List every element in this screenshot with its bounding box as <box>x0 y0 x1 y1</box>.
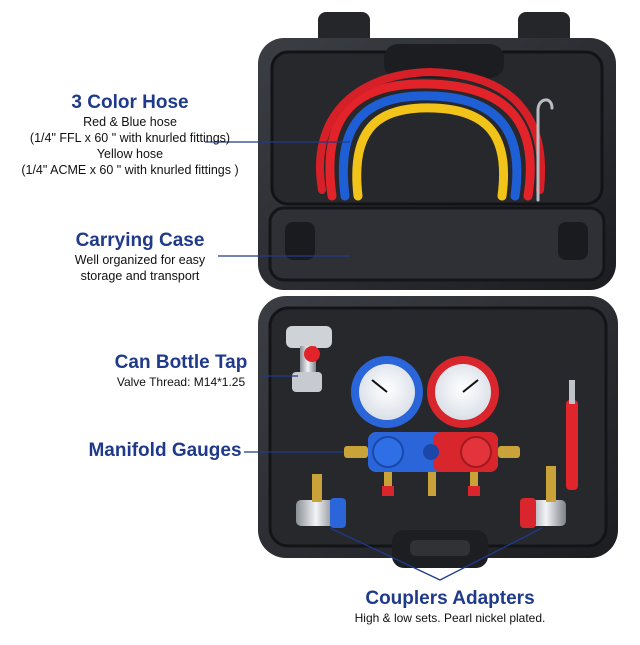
tap-title: Can Bottle Tap <box>114 352 248 373</box>
can-tap <box>286 326 332 392</box>
tap-callout: Can Bottle Tap Valve Thread: M14*1.25 <box>96 352 266 390</box>
hose-line-2: (1/4" FFL x 60 " with knurled fittings) <box>29 131 231 145</box>
case-lid <box>258 12 616 290</box>
couplers-title: Couplers Adapters <box>365 588 535 609</box>
hose-callout: 3 Color Hose Red & Blue hose (1/4" FFL x… <box>0 92 260 178</box>
couplers <box>296 466 566 528</box>
gauges-callout: Manifold Gauges <box>70 440 260 462</box>
hose-line-4: (1/4" ACME x 60 " with knurled fittings … <box>21 163 239 177</box>
hoses <box>316 67 554 202</box>
pointer-lines <box>205 141 543 581</box>
hose-title: 3 Color Hose <box>71 92 189 113</box>
case-line-2: storage and transport <box>80 269 200 283</box>
couplers-callout: Couplers Adapters High & low sets. Pearl… <box>300 588 600 626</box>
case-callout: Carrying Case Well organized for easy st… <box>40 230 240 284</box>
tap-line-1: Valve Thread: M14*1.25 <box>116 375 246 389</box>
couplers-line-1: High & low sets. Pearl nickel plated. <box>354 611 546 625</box>
valve-core-tool <box>566 380 578 490</box>
case-title: Carrying Case <box>75 230 205 251</box>
hose-line-3: Yellow hose <box>96 147 164 161</box>
hose-line-1: Red & Blue hose <box>83 115 177 129</box>
case-base <box>258 296 618 568</box>
case-line-1: Well organized for easy <box>74 253 206 267</box>
manifold-gauges <box>344 356 520 496</box>
gauges-title: Manifold Gauges <box>88 440 242 461</box>
